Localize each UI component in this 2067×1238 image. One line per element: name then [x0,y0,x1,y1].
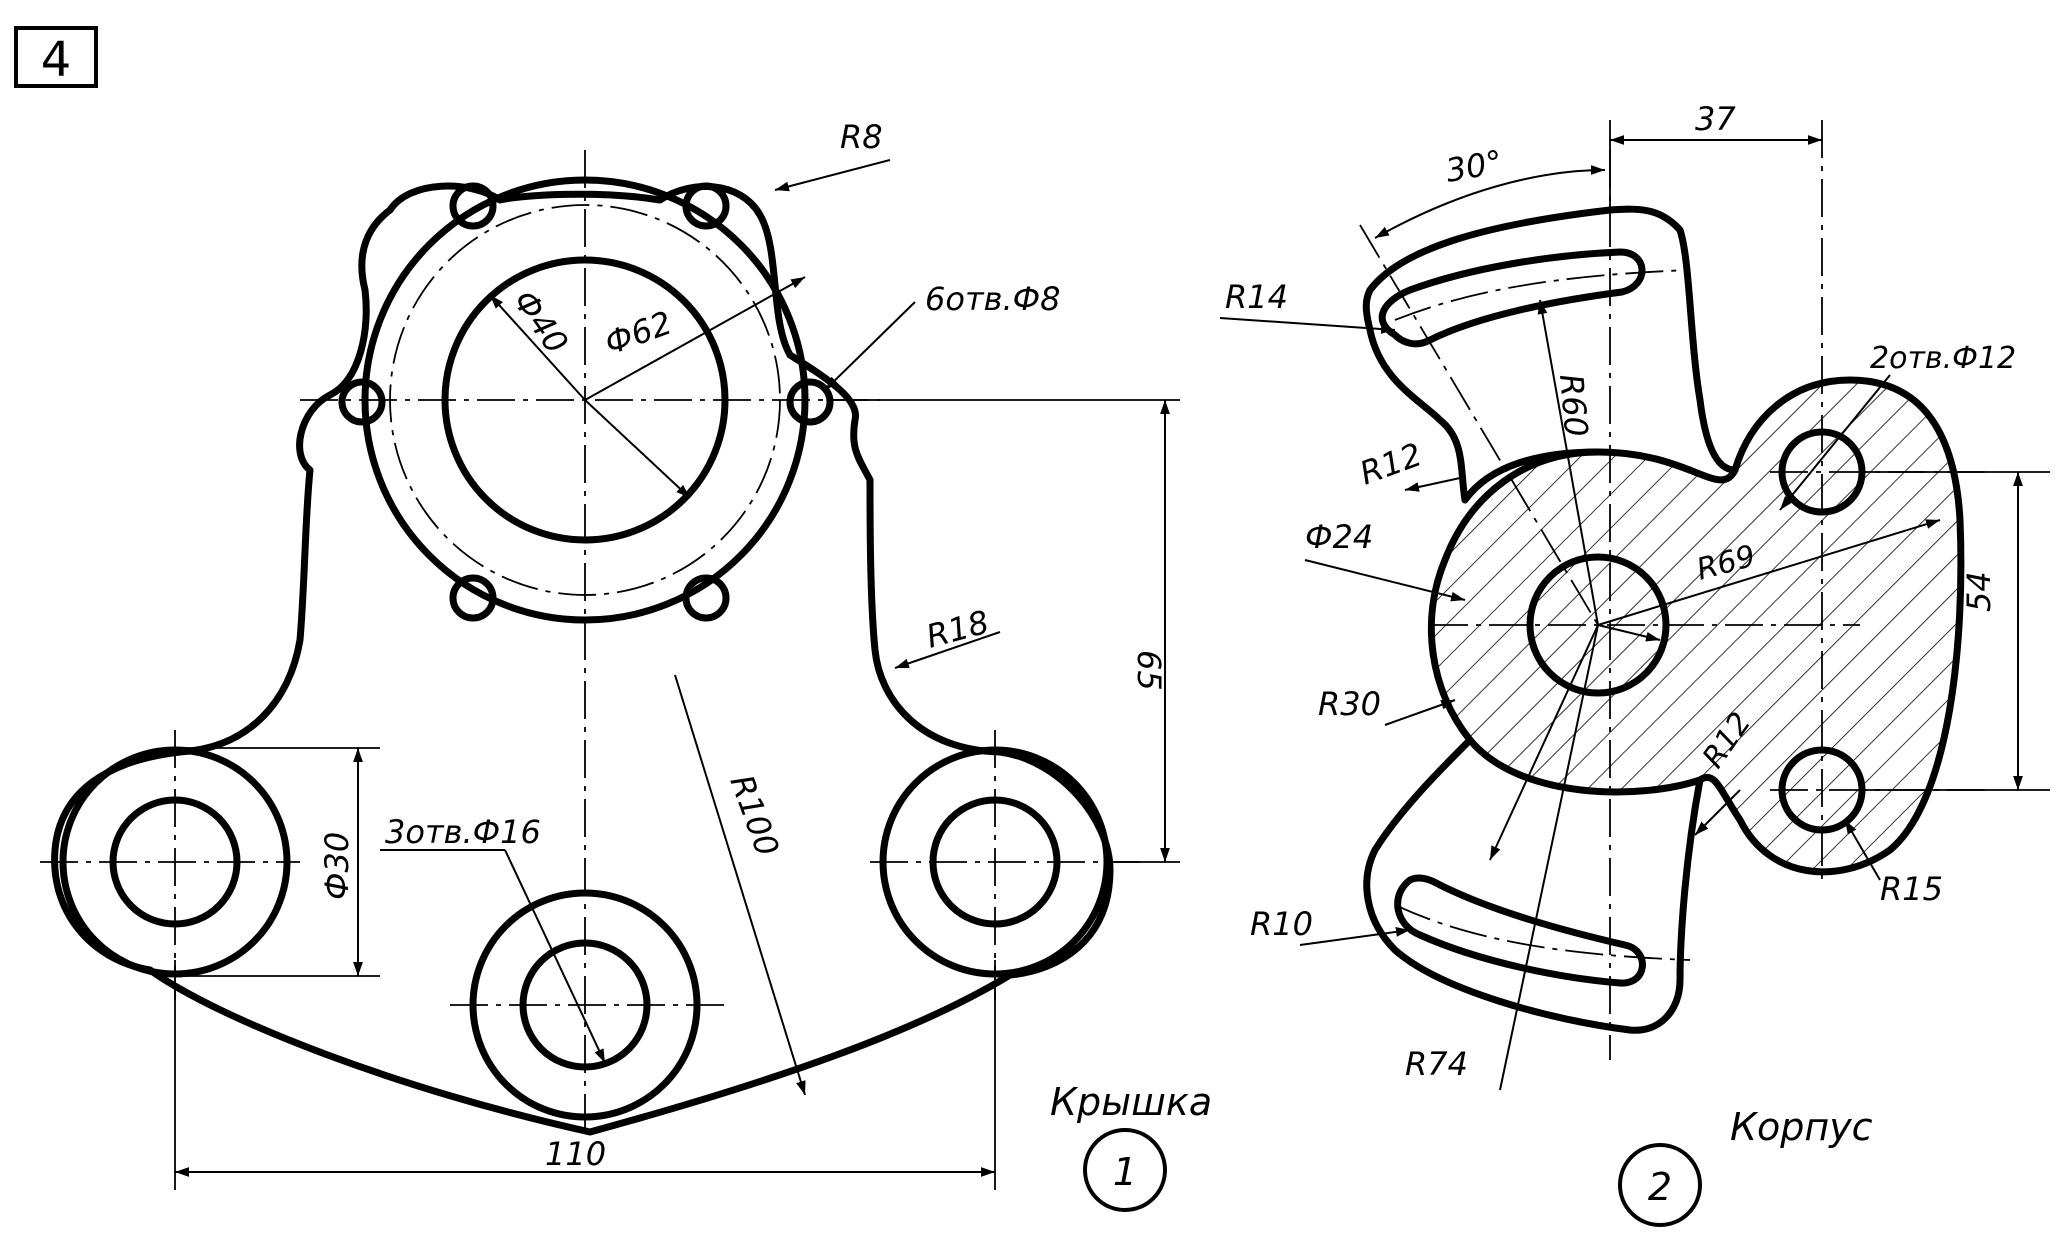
dim-d37: 37 [1695,100,1736,138]
dim-r60: R60 [1552,372,1595,438]
dim-d30: Ф30 [318,832,356,900]
part2-index-circle [1618,1143,1702,1227]
dim-d62: Ф62 [600,303,677,362]
sheet-number: 4 [41,32,72,88]
dim-a30: 30° [1443,143,1505,190]
upper-arm-outline [1362,205,1739,504]
dim-r14: R14 [1225,278,1288,316]
dim-d110: 110 [545,1135,606,1173]
bolt-hole [449,182,497,230]
dim-r12a: R12 [1355,435,1427,492]
dim-r100: R100 [722,770,786,861]
cover-centerlines [40,150,1140,1140]
dim-r30: R30 [1318,685,1381,723]
bolt-hole [682,574,730,622]
cover-dim-labels: R8 6отв.Ф8 Ф40 Ф62 R18 65 R100 Ф30 3отв.… [318,118,1168,1173]
upper-slot [1378,248,1646,348]
dim-r74: R74 [1405,1045,1468,1083]
bolt-hole [449,574,497,622]
dim-r10: R10 [1250,905,1313,943]
hub-outline [1427,376,1965,876]
housing-dimensions [1219,120,2050,1091]
dim-holes6: 6отв.Ф8 [925,280,1061,318]
part1-index-circle [1083,1128,1167,1212]
bolt-hole [338,378,386,426]
dim-d24: Ф24 [1305,518,1373,556]
dim-r18: R18 [922,603,993,656]
bolt-hole [786,378,834,426]
bolt-hole [682,182,730,230]
dim-r15: R15 [1880,870,1943,908]
sheet-number-box: 4 [14,26,98,88]
dim-d40: Ф40 [505,283,575,361]
dim-holes2: 2отв.Ф12 [1870,341,2016,376]
part2-index: 2 [1648,1165,1672,1209]
part1-name: Крышка [1050,1080,1212,1124]
part2-name: Корпус [1730,1105,1873,1149]
dim-holes3: 3отв.Ф16 [385,813,541,851]
part1-cover-drawing: R8 6отв.Ф8 Ф40 Ф62 R18 65 R100 Ф30 3отв.… [40,118,1212,1212]
dim-d65: 65 [1130,650,1168,691]
dim-r8: R8 [840,118,883,156]
part2-housing-drawing: 30° 37 R14 2отв.Ф12 R60 R12 Ф24 R69 54 R… [1219,100,2050,1227]
part1-index: 1 [1113,1150,1137,1194]
cover-outline [51,182,1114,1136]
lower-arm-outline [1363,736,1704,1034]
bolt-holes [338,182,834,622]
lower-slot [1394,874,1646,987]
dim-d54: 54 [1960,571,1998,612]
cover-dimensions [174,159,1180,1190]
